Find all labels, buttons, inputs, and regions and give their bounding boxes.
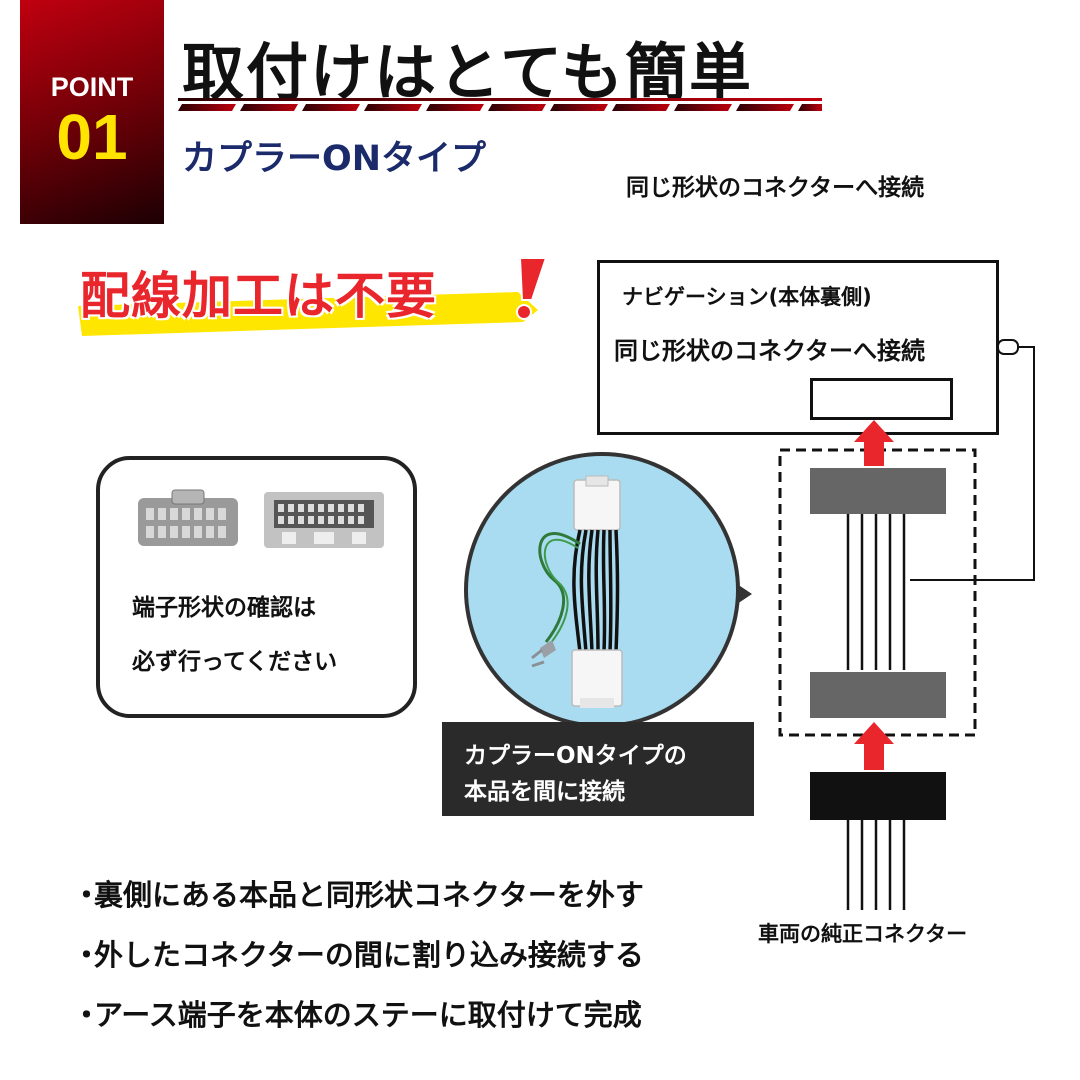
wiring-diagram	[778, 339, 1035, 910]
ground-wire	[910, 346, 1035, 581]
step-item: ・アース端子を本体のステーに取付けて完成	[72, 992, 642, 1034]
navigation-unit-box: ナビゲーション(本体裏側) 同じ形状のコネクターへ接続	[597, 260, 999, 435]
navigation-connector-slot	[810, 378, 953, 420]
caption-line1: カプラーONタイプの	[464, 743, 687, 769]
harness-connector-icon	[531, 475, 623, 708]
male-connector-icon	[264, 492, 384, 548]
bullet-mark: ・	[72, 938, 102, 972]
step-item: ・裏側にある本品と同形状コネクターを外す	[72, 872, 644, 914]
page-title: 取付けはとても簡単	[182, 36, 754, 109]
step-text: 外したコネクターの間に割り込み接続する	[94, 938, 644, 972]
terminal-check-line2: 必ず行ってください	[132, 649, 338, 675]
top-right-label: 同じ形状のコネクターへ接続	[626, 175, 925, 201]
no-wiring-callout: 配線加工は不要	[78, 250, 548, 340]
no-wiring-text: 配線加工は不要	[80, 267, 437, 325]
point-label: POINT	[50, 72, 134, 102]
navigation-title: ナビゲーション(本体裏側)	[622, 285, 872, 309]
caption-line2: 本品を間に接続	[464, 779, 625, 805]
upper-connector-block	[810, 468, 946, 514]
terminal-check-box: 端子形状の確認は 必ず行ってください	[96, 456, 417, 718]
point-number: 01	[56, 101, 128, 173]
step-item: ・外したコネクターの間に割り込み接続する	[72, 932, 644, 974]
navigation-connect-label: 同じ形状のコネクターへ接続	[614, 337, 926, 365]
arrow-up-icon	[854, 722, 894, 770]
step-text: アース端子を本体のステーに取付けて完成	[94, 998, 642, 1032]
bullet-mark: ・	[72, 998, 102, 1032]
bullet-mark: ・	[72, 878, 102, 912]
subtitle: カプラーONタイプ	[182, 139, 487, 179]
product-image	[464, 452, 752, 728]
lower-connector-block	[810, 672, 946, 718]
vehicle-connector-label: 車両の純正コネクター	[758, 922, 968, 946]
side-plug-icon	[997, 339, 1019, 355]
arrow-up-icon	[854, 420, 894, 466]
title-underline	[178, 98, 822, 111]
point-badge: POINT 01	[20, 0, 164, 224]
female-connector-icon	[138, 489, 238, 546]
highlight-stroke	[78, 292, 538, 336]
caption-box: カプラーONタイプの 本品を間に接続	[442, 722, 754, 816]
vehicle-connector-block	[810, 772, 946, 820]
exclamation-icon	[516, 257, 548, 320]
terminal-check-line1: 端子形状の確認は	[132, 595, 316, 621]
step-text: 裏側にある本品と同形状コネクターを外す	[94, 878, 644, 912]
